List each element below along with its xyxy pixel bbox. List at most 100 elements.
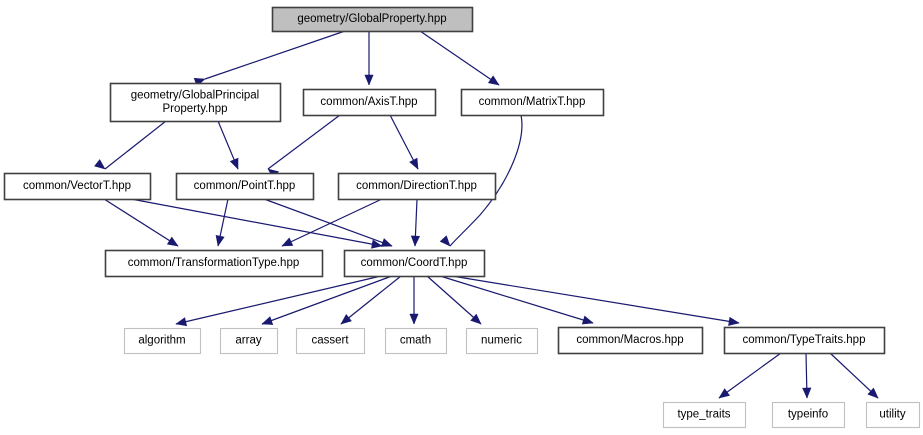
node-vectort[interactable]: common/VectorT.hpp bbox=[3, 172, 152, 201]
arrowhead bbox=[439, 235, 451, 247]
node-globalproperty[interactable]: geometry/GlobalProperty.hpp bbox=[271, 6, 474, 33]
arrowhead bbox=[94, 159, 106, 170]
edge-typetraits-to-typeinfo bbox=[802, 352, 812, 399]
node-box[interactable] bbox=[343, 249, 486, 278]
edge-coordt-to-numeric bbox=[426, 275, 482, 325]
node-box[interactable] bbox=[384, 327, 448, 355]
node-label: typeinfo bbox=[788, 409, 828, 421]
node-label: common/PointT.hpp bbox=[194, 180, 296, 192]
node-box[interactable] bbox=[175, 172, 315, 201]
edge-directiont-to-coordt bbox=[410, 198, 421, 247]
edge-pointt-to-transformationtype bbox=[215, 198, 229, 247]
edge-coordt-to-cmath bbox=[409, 276, 419, 325]
node-box[interactable] bbox=[662, 401, 747, 429]
edge-globalprincipal-to-vectort bbox=[94, 120, 167, 170]
node-label: common/TransformationType.hpp bbox=[128, 257, 300, 269]
node-label: common/Macros.hpp bbox=[576, 334, 683, 346]
edge-layer bbox=[94, 30, 879, 399]
edge-coordt-to-typetraits bbox=[451, 275, 740, 326]
node-box[interactable] bbox=[219, 327, 279, 355]
node-transformationtype[interactable]: common/TransformationType.hpp bbox=[104, 249, 324, 278]
node-box[interactable] bbox=[723, 326, 886, 355]
node-label: array bbox=[235, 335, 261, 347]
arrowhead bbox=[364, 74, 374, 86]
node-algorithm[interactable]: algorithm bbox=[123, 327, 202, 355]
node-box[interactable] bbox=[337, 172, 497, 201]
edge-typetraits-to-utility bbox=[829, 352, 879, 399]
node-label: common/TypeTraits.hpp bbox=[743, 334, 866, 346]
node-coordt[interactable]: common/CoordT.hpp bbox=[343, 249, 486, 278]
node-label: common/MatrixT.hpp bbox=[479, 96, 586, 108]
edge-globalproperty-to-globalprincipal bbox=[193, 30, 346, 87]
node-array[interactable]: array bbox=[219, 327, 279, 355]
edge-axist-to-directiont bbox=[389, 114, 419, 170]
edge-coordt-to-array bbox=[261, 275, 393, 325]
arrowhead bbox=[380, 238, 393, 247]
node-label: type_traits bbox=[677, 409, 730, 421]
node-directiont[interactable]: common/DirectionT.hpp bbox=[337, 172, 497, 201]
edge-directiont-to-transformationtype bbox=[281, 198, 383, 247]
node-box[interactable] bbox=[295, 327, 366, 355]
edge-vectort-to-transformationtype bbox=[103, 198, 179, 247]
edge-vectort-to-coordt bbox=[130, 198, 383, 249]
node-pointt[interactable]: common/PointT.hpp bbox=[175, 172, 315, 201]
arrowhead bbox=[166, 236, 179, 247]
arrowhead bbox=[340, 314, 352, 325]
node-type_traits[interactable]: type_traits bbox=[662, 401, 747, 429]
arrowhead bbox=[487, 75, 500, 86]
node-label: common/DirectionT.hpp bbox=[356, 180, 477, 192]
node-typeinfo[interactable]: typeinfo bbox=[771, 401, 846, 429]
edge-axist-to-pointt bbox=[267, 114, 341, 179]
node-label: Property.hpp bbox=[163, 103, 228, 115]
node-label: common/AxisT.hpp bbox=[320, 96, 417, 108]
node-box[interactable] bbox=[123, 327, 202, 355]
arrowhead bbox=[718, 388, 730, 399]
node-axist[interactable]: common/AxisT.hpp bbox=[302, 88, 437, 117]
node-box[interactable] bbox=[109, 82, 282, 123]
node-box[interactable] bbox=[460, 88, 605, 117]
arrowhead bbox=[215, 235, 225, 247]
node-label: common/VectorT.hpp bbox=[23, 180, 131, 192]
node-box[interactable] bbox=[771, 401, 846, 429]
node-label: geometry/GlobalProperty.hpp bbox=[297, 13, 446, 25]
node-macros[interactable]: common/Macros.hpp bbox=[557, 326, 704, 355]
edge-globalprincipal-to-pointt bbox=[217, 120, 239, 170]
arrowhead bbox=[175, 317, 188, 327]
node-utility[interactable]: utility bbox=[865, 401, 921, 429]
edge-globalproperty-to-matrixt bbox=[419, 30, 500, 86]
node-box[interactable] bbox=[465, 327, 539, 355]
node-box[interactable] bbox=[271, 6, 474, 33]
node-label: geometry/GlobalPrincipal bbox=[131, 89, 259, 101]
node-cmath[interactable]: cmath bbox=[384, 327, 448, 355]
arrowhead bbox=[261, 316, 274, 325]
node-box[interactable] bbox=[104, 249, 324, 278]
node-label: utility bbox=[879, 409, 905, 421]
edge-coordt-to-cassert bbox=[340, 275, 402, 325]
edge-coordt-to-macros bbox=[439, 275, 594, 325]
edge-coordt-to-algorithm bbox=[175, 275, 382, 327]
node-box[interactable] bbox=[557, 326, 704, 355]
arrowhead bbox=[802, 387, 812, 399]
edge-pointt-to-coordt bbox=[263, 198, 393, 247]
edge-typetraits-to-type_traits bbox=[718, 352, 782, 399]
arrowhead bbox=[728, 316, 740, 326]
node-box[interactable] bbox=[3, 172, 152, 201]
arrowhead bbox=[281, 237, 294, 247]
arrowhead bbox=[371, 239, 383, 249]
node-cassert[interactable]: cassert bbox=[295, 327, 366, 355]
node-layer: geometry/GlobalProperty.hpp geometry/Glob… bbox=[3, 6, 921, 429]
node-label: cmath bbox=[400, 335, 431, 347]
node-numeric[interactable]: numeric bbox=[465, 327, 539, 355]
node-matrixt[interactable]: common/MatrixT.hpp bbox=[460, 88, 605, 117]
node-box[interactable] bbox=[302, 88, 437, 117]
node-typetraits[interactable]: common/TypeTraits.hpp bbox=[723, 326, 886, 355]
node-box[interactable] bbox=[865, 401, 921, 429]
arrowhead bbox=[229, 157, 239, 170]
node-label: numeric bbox=[481, 335, 522, 347]
arrowhead bbox=[409, 313, 419, 325]
arrowhead bbox=[410, 235, 421, 247]
arrowhead bbox=[581, 315, 594, 325]
